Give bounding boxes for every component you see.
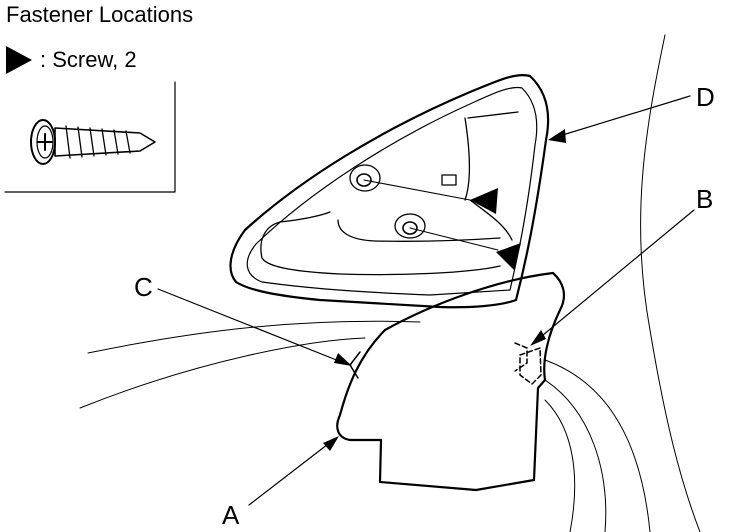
callout-label-c: C: [134, 272, 153, 302]
handle-bezel-d: [229, 74, 550, 309]
leader-lines: [157, 95, 695, 506]
callout-label-d: D: [696, 82, 715, 112]
black-triangle-icon: [6, 46, 32, 74]
legend-screw: : Screw, 2: [6, 46, 137, 74]
door-panel-lines: [79, 34, 701, 532]
callout-label-a: A: [222, 500, 240, 530]
diagram-title: Fastener Locations: [6, 2, 194, 27]
screw-triangle-upper: [470, 188, 498, 214]
screw-inset: [4, 81, 176, 193]
legend-text: : Screw, 2: [40, 47, 137, 72]
cover-a: [336, 271, 566, 492]
callout-label-b: B: [696, 184, 714, 214]
screw-triangle-lower: [496, 243, 521, 270]
